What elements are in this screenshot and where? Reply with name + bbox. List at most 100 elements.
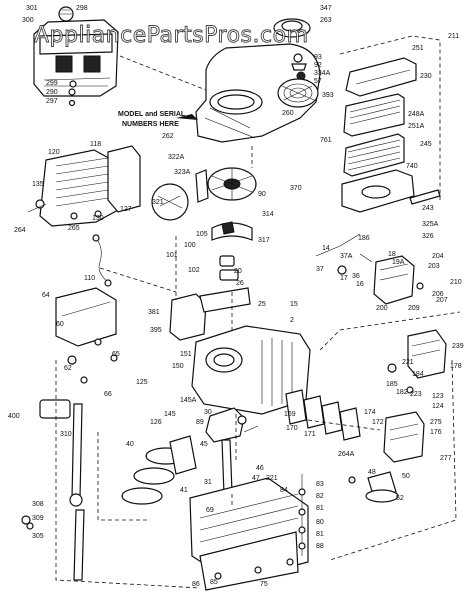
part-label: 251A — [408, 123, 425, 130]
detail-circle — [151, 183, 189, 221]
part-label: 45 — [200, 441, 208, 448]
part-label: 81 — [316, 531, 324, 538]
intake-gaskets — [285, 389, 361, 441]
part-label: 124 — [432, 403, 444, 410]
part-label: 211 — [448, 33, 459, 40]
part-label: 31 — [204, 479, 212, 486]
part-label: 145A — [180, 397, 197, 404]
part-label: 102 — [188, 267, 200, 274]
part-label: 123 — [432, 393, 444, 400]
part-label: 85 — [210, 579, 218, 586]
part-label: 206 — [432, 291, 444, 298]
part-label: 308 — [32, 501, 44, 508]
piston-rings — [121, 435, 197, 505]
part-label: 92 — [314, 62, 322, 69]
air-cleaner — [341, 57, 441, 213]
part-label: 325A — [422, 221, 439, 228]
cylinder-head — [27, 145, 141, 227]
part-label: 305 — [32, 533, 44, 540]
part-label: 135 — [32, 181, 44, 188]
flywheel — [195, 167, 257, 203]
part-label: 118 — [90, 141, 101, 148]
part-label: 2 — [290, 317, 294, 324]
muffler — [383, 411, 425, 463]
part-label: 169 — [284, 411, 296, 418]
part-label: 80 — [316, 519, 324, 526]
part-label: 150 — [172, 363, 184, 370]
callout-line-2: NUMBERS HERE — [122, 121, 179, 128]
part-label: 248A — [408, 111, 425, 118]
part-number-labels: 301 298 300 299 290 297 347 263 251 211 … — [8, 5, 464, 588]
part-label: 178 — [450, 363, 462, 370]
callout-line-1: MODEL and SERIAL — [118, 111, 186, 118]
part-label: 309 — [32, 515, 44, 522]
oil-fill-assembly — [348, 471, 399, 503]
part-label: 89 — [196, 419, 204, 426]
part-label: 182 — [396, 389, 408, 396]
part-label: 260 — [282, 110, 294, 117]
part-label: 19A — [392, 259, 405, 266]
part-label: 210 — [450, 279, 462, 286]
part-label: 130 — [92, 215, 104, 222]
part-label: 395 — [150, 327, 162, 334]
part-label: 172 — [372, 419, 384, 426]
fuel-tank — [33, 6, 119, 107]
oil-sump — [189, 477, 309, 591]
part-label: 381 — [148, 309, 160, 316]
part-label: 314 — [262, 211, 274, 218]
part-label: 204 — [432, 253, 444, 260]
part-label: 207 — [436, 297, 448, 304]
mounting-bracket — [55, 287, 118, 384]
part-label: 301 — [26, 5, 38, 12]
part-label: 84 — [280, 487, 288, 494]
part-label: 275 — [430, 419, 442, 426]
part-label: 322A — [168, 154, 185, 161]
part-label: 243 — [422, 205, 434, 212]
part-label: 105 — [196, 231, 208, 238]
part-label: 239 — [452, 343, 464, 350]
part-label: 761 — [320, 137, 332, 144]
part-label: 326 — [422, 233, 434, 240]
part-label: 290 — [46, 89, 58, 96]
part-label: 347 — [320, 5, 332, 12]
part-label: 65 — [112, 351, 120, 358]
part-label: 262 — [162, 133, 174, 140]
part-label: 265 — [68, 225, 80, 232]
part-label: 40 — [126, 441, 134, 448]
part-label: 88 — [316, 543, 324, 550]
part-label: 400 — [8, 413, 20, 420]
part-label: 251 — [412, 45, 424, 52]
part-label: 299 — [46, 80, 58, 87]
part-label: 15 — [290, 301, 298, 308]
part-label: 86 — [192, 581, 200, 588]
part-label: 245 — [420, 141, 432, 148]
part-label: 36 — [352, 273, 360, 280]
part-label: 47 — [252, 475, 260, 482]
part-label: 370 — [290, 185, 302, 192]
ignition-armature — [211, 221, 253, 281]
rewind-starter — [273, 18, 319, 108]
crankshaft — [205, 407, 259, 495]
part-label: 264 — [14, 227, 26, 234]
part-label: 174 — [364, 409, 376, 416]
part-label: 64 — [42, 292, 50, 299]
part-label: 321 — [152, 199, 164, 206]
part-label: 176 — [430, 429, 442, 436]
part-label: 184 — [412, 371, 424, 378]
part-label: 297 — [46, 98, 58, 105]
watermark-text: AppliancePartsPros.com — [34, 23, 309, 48]
part-label: 334A — [314, 70, 331, 77]
part-label: 393 — [322, 92, 334, 99]
part-label: 186 — [358, 235, 370, 242]
part-label: 230 — [420, 73, 432, 80]
part-label: 170 — [286, 425, 298, 432]
part-label: 300 — [22, 17, 34, 24]
part-label: 14 — [322, 245, 330, 252]
part-label: 317 — [258, 237, 270, 244]
part-label: 60 — [56, 321, 64, 328]
part-label: 126 — [150, 419, 162, 426]
part-label: 37A — [340, 253, 353, 260]
part-label: 81 — [316, 505, 324, 512]
blower-housing — [195, 43, 321, 143]
